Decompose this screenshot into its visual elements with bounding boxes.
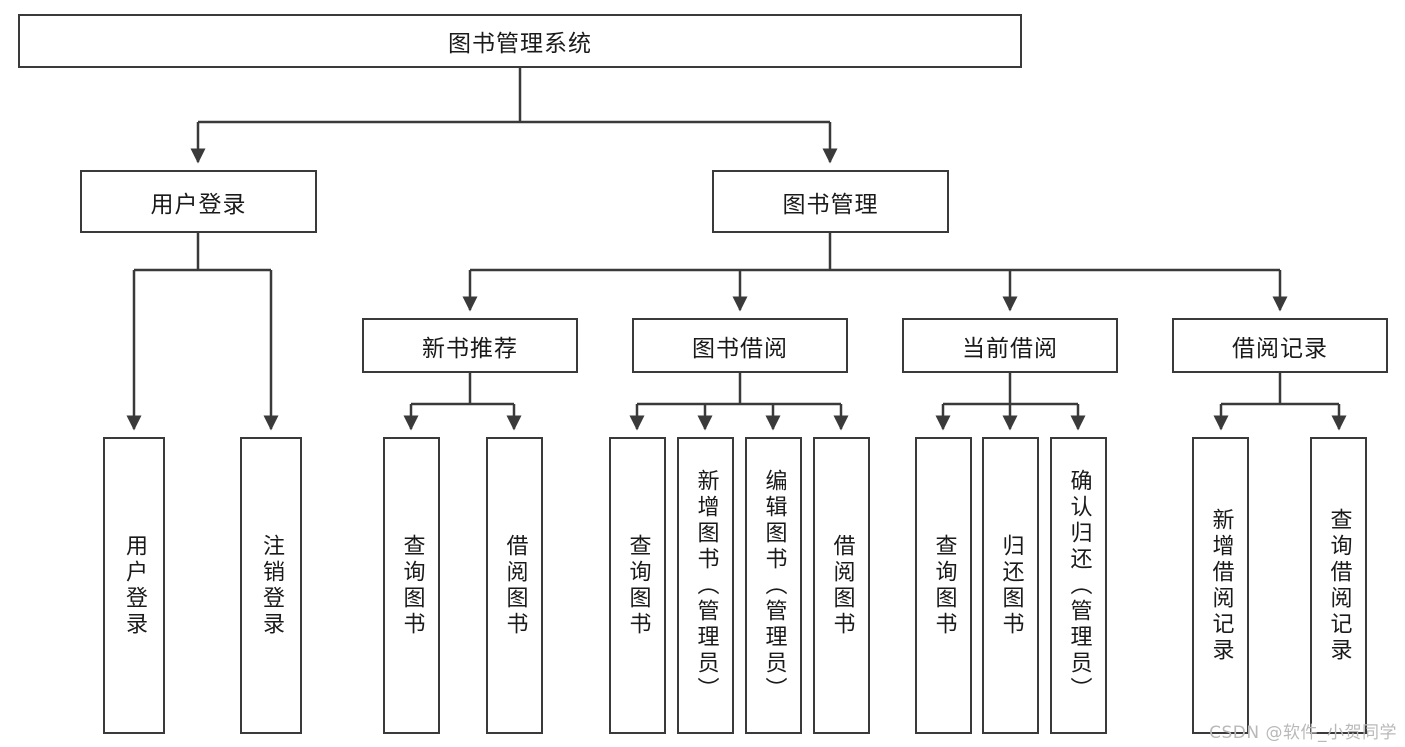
node-leaf-borrow-book-2[interactable]: 借阅图书 — [813, 437, 870, 734]
node-book-management-label: 图书管理 — [782, 191, 879, 218]
node-leaf-edit-book[interactable]: 编辑图书（管理员） — [745, 437, 802, 734]
node-leaf-query-book-3[interactable]: 查询图书 — [915, 437, 972, 734]
node-user-login-label: 用户登录 — [150, 191, 247, 218]
node-current-borrow-label: 当前借阅 — [962, 335, 1058, 362]
node-leaf-return-book[interactable]: 归还图书 — [982, 437, 1039, 734]
node-book-borrow[interactable]: 图书借阅 — [632, 318, 848, 373]
node-leaf-borrow-book-1-label: 借阅图书 — [502, 533, 528, 638]
node-leaf-query-book-2-label: 查询图书 — [625, 533, 651, 638]
node-new-book-recommend-label: 新书推荐 — [422, 335, 518, 362]
node-leaf-query-book-1-label: 查询图书 — [399, 533, 425, 638]
node-leaf-return-book-label: 归还图书 — [998, 533, 1024, 638]
node-leaf-query-book-1[interactable]: 查询图书 — [383, 437, 440, 734]
node-leaf-query-book-3-label: 查询图书 — [931, 533, 957, 638]
node-leaf-borrow-book-2-label: 借阅图书 — [829, 533, 855, 638]
node-leaf-add-record-label: 新增借阅记录 — [1208, 507, 1234, 664]
node-user-login[interactable]: 用户登录 — [80, 170, 317, 233]
node-leaf-add-record[interactable]: 新增借阅记录 — [1192, 437, 1249, 734]
node-leaf-edit-book-label: 编辑图书（管理员） — [761, 468, 787, 703]
node-leaf-query-record[interactable]: 查询借阅记录 — [1310, 437, 1367, 734]
node-book-borrow-label: 图书借阅 — [692, 335, 788, 362]
node-root[interactable]: 图书管理系统 — [18, 14, 1022, 68]
node-root-label: 图书管理系统 — [448, 31, 592, 57]
node-leaf-borrow-book-1[interactable]: 借阅图书 — [486, 437, 543, 734]
node-borrow-record[interactable]: 借阅记录 — [1172, 318, 1388, 373]
node-leaf-add-book-label: 新增图书（管理员） — [693, 468, 719, 703]
node-book-management[interactable]: 图书管理 — [712, 170, 949, 233]
node-leaf-logout-login-label: 注销登录 — [259, 533, 284, 638]
node-leaf-query-record-label: 查询借阅记录 — [1326, 507, 1352, 664]
node-leaf-logout-login[interactable]: 注销登录 — [240, 437, 302, 734]
node-leaf-user-login-label: 用户登录 — [122, 533, 147, 638]
node-borrow-record-label: 借阅记录 — [1232, 335, 1328, 362]
node-new-book-recommend[interactable]: 新书推荐 — [362, 318, 578, 373]
node-leaf-confirm-return[interactable]: 确认归还（管理员） — [1050, 437, 1107, 734]
node-leaf-add-book[interactable]: 新增图书（管理员） — [677, 437, 734, 734]
node-leaf-confirm-return-label: 确认归还（管理员） — [1066, 468, 1092, 703]
node-leaf-query-book-2[interactable]: 查询图书 — [609, 437, 666, 734]
node-leaf-user-login[interactable]: 用户登录 — [103, 437, 165, 734]
node-current-borrow[interactable]: 当前借阅 — [902, 318, 1118, 373]
